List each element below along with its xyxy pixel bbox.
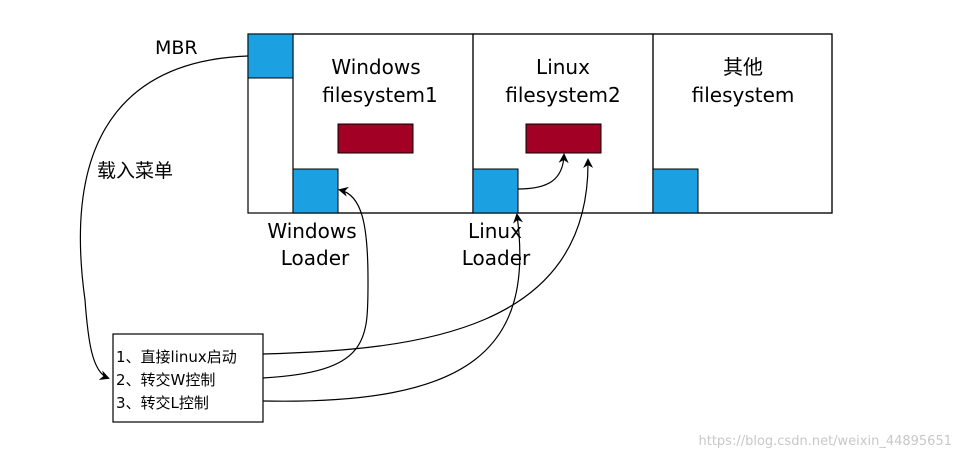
partition-other [652,33,833,214]
windows-loader-label-line1: Windows [267,219,356,243]
partition2-title-line2: filesystem2 [505,83,621,107]
other-loader-block [652,168,699,214]
windows-loader-label-line2: Loader [281,246,350,270]
partition1-title-line2: filesystem1 [322,83,438,107]
mbr-label: MBR [155,37,198,59]
watermark: https://blog.csdn.net/weixin_44895651 [698,434,952,449]
menu-item-3: 3、转交L控制 [116,394,209,412]
arrow-mbr-to-menu [79,55,249,380]
mbr-block [247,33,294,79]
partition1-title-line1: Windows [331,55,420,79]
menu-item-2: 2、转交W控制 [116,371,215,389]
load-menu-label: 载入菜单 [97,160,173,182]
linux-loader-label-line1: Linux [468,219,522,243]
arrow-linux-loader-to-kernel [517,153,569,190]
windows-kernel-block [337,123,414,154]
windows-loader-block [292,168,339,214]
arrow-menu-to-linux-loader [262,213,524,402]
partition3-title-line2: filesystem [692,83,795,107]
arrow-menu-direct-linux [262,158,594,355]
menu-item-1: 1、直接linux启动 [116,348,237,366]
partition3-title-line1: 其他 [723,55,763,79]
linux-loader-label-line2: Loader [462,246,531,270]
arrow-menu-to-windows-loader [262,186,369,379]
partition2-title-line1: Linux [536,55,590,79]
boot-menu-box [112,333,264,423]
linux-loader-block [472,168,519,214]
linux-kernel-block [525,123,602,154]
